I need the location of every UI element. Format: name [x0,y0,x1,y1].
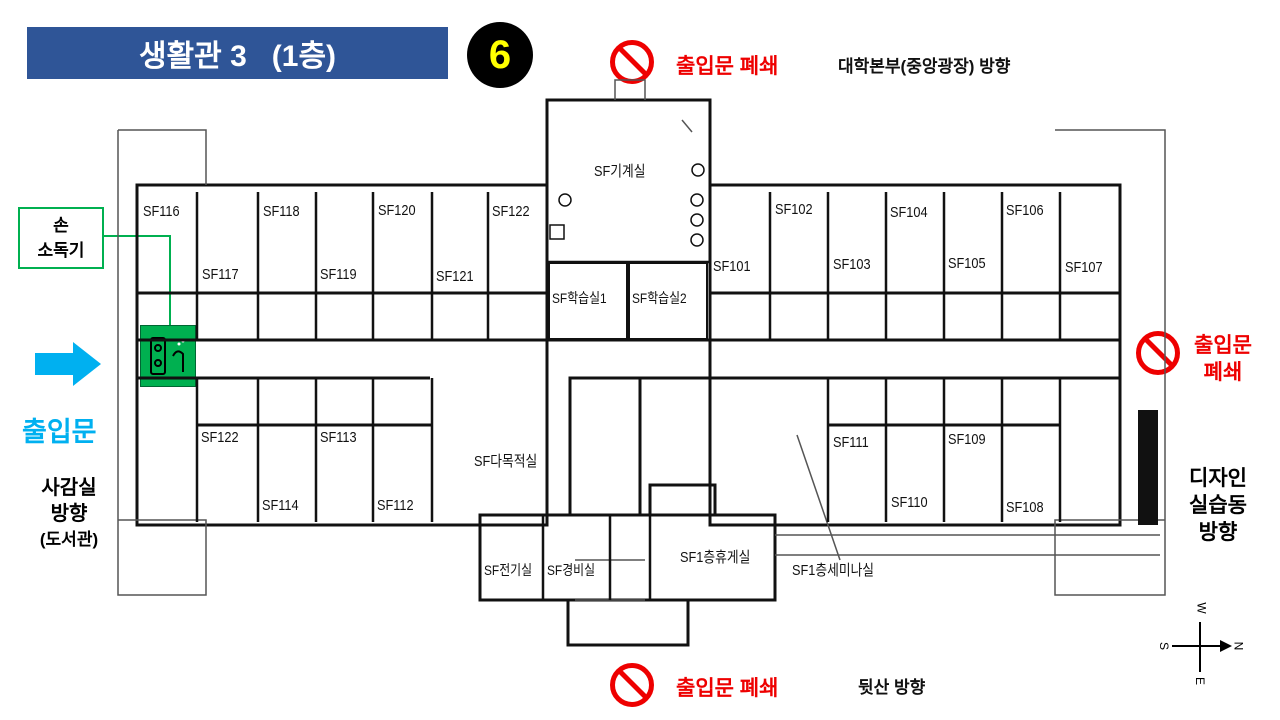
room-machine: SF기계실 [594,163,646,180]
room-sf110: SF110 [891,494,928,511]
room-sf101: SF101 [713,258,751,275]
no-entry-icon [1136,331,1180,375]
room-sf114: SF114 [262,497,299,514]
callout-line [104,235,171,325]
direction-line: 방향 [1198,521,1238,544]
compass-east: E [1193,676,1208,686]
no-entry-icon [610,40,654,84]
direction-top: 대학본부(중앙광장) 방향 [838,57,1011,76]
direction-left: 사감실 방향 (도서관) [14,475,124,553]
room-multipurpose: SF다목적실 [474,453,538,470]
page-title: 생활관 3 (1층) [27,27,448,79]
sanitizer-line: 소독기 [37,241,85,260]
sanitizer-callout: 손 소독기 [18,207,104,269]
entrance-arrow-icon [35,342,101,386]
entrance-label: 출입문 [22,417,97,447]
room-study-1-label: SF학습실1 [552,290,607,306]
sanitizer-line: 손 [53,216,69,235]
room-sf122-top: SF122 [492,203,530,220]
direction-line: 실습동 [1189,494,1247,517]
room-sf108: SF108 [1006,499,1044,516]
room-guard: SF경비실 [547,562,596,578]
room-study-2-label: SF학습실2 [632,290,687,306]
closed-exit-bottom: 출입문 폐쇄 [676,677,779,700]
room-sf107: SF107 [1065,259,1103,276]
compass-north: N [1231,641,1246,651]
room-electric: SF전기실 [484,562,533,578]
room-sf116: SF116 [143,203,180,220]
direction-line: (도서관) [39,530,99,549]
room-seminar: SF1층세미나실 [792,562,875,579]
direction-line: 방향 [50,503,88,525]
room-sf122-bottom: SF122 [201,429,239,446]
room-sf109: SF109 [948,431,986,448]
direction-line: 사감실 [41,477,97,499]
room-lounge: SF1층휴게실 [680,549,751,566]
room-sf102: SF102 [775,201,813,218]
compass-west: W [1194,602,1209,614]
no-entry-icon [610,663,654,707]
room-sf113: SF113 [320,429,357,446]
floor-number-badge: 6 [467,22,533,88]
room-sf119: SF119 [320,266,357,283]
room-sf111: SF111 [833,434,869,451]
closed-exit-right: 출입문 폐쇄 [1188,332,1258,386]
room-sf117: SF117 [202,266,239,283]
compass-south: S [1157,641,1172,651]
closed-exit-top: 출입문 폐쇄 [676,55,779,78]
room-sf121: SF121 [436,268,474,285]
closed-exit-line: 출입문 [1194,334,1252,357]
room-sf106: SF106 [1006,202,1044,219]
room-sf105: SF105 [948,255,986,272]
room-sf112: SF112 [377,497,414,514]
direction-line: 디자인 [1189,467,1247,490]
room-sf120: SF120 [378,202,416,219]
room-sf104: SF104 [890,204,928,221]
compass-icon [1172,622,1232,672]
room-sf103: SF103 [833,256,871,273]
room-sf118: SF118 [263,203,300,220]
closed-exit-line: 폐쇄 [1203,361,1243,384]
direction-bottom: 뒷산 방향 [858,678,926,697]
direction-right: 디자인 실습동 방향 [1180,465,1256,546]
